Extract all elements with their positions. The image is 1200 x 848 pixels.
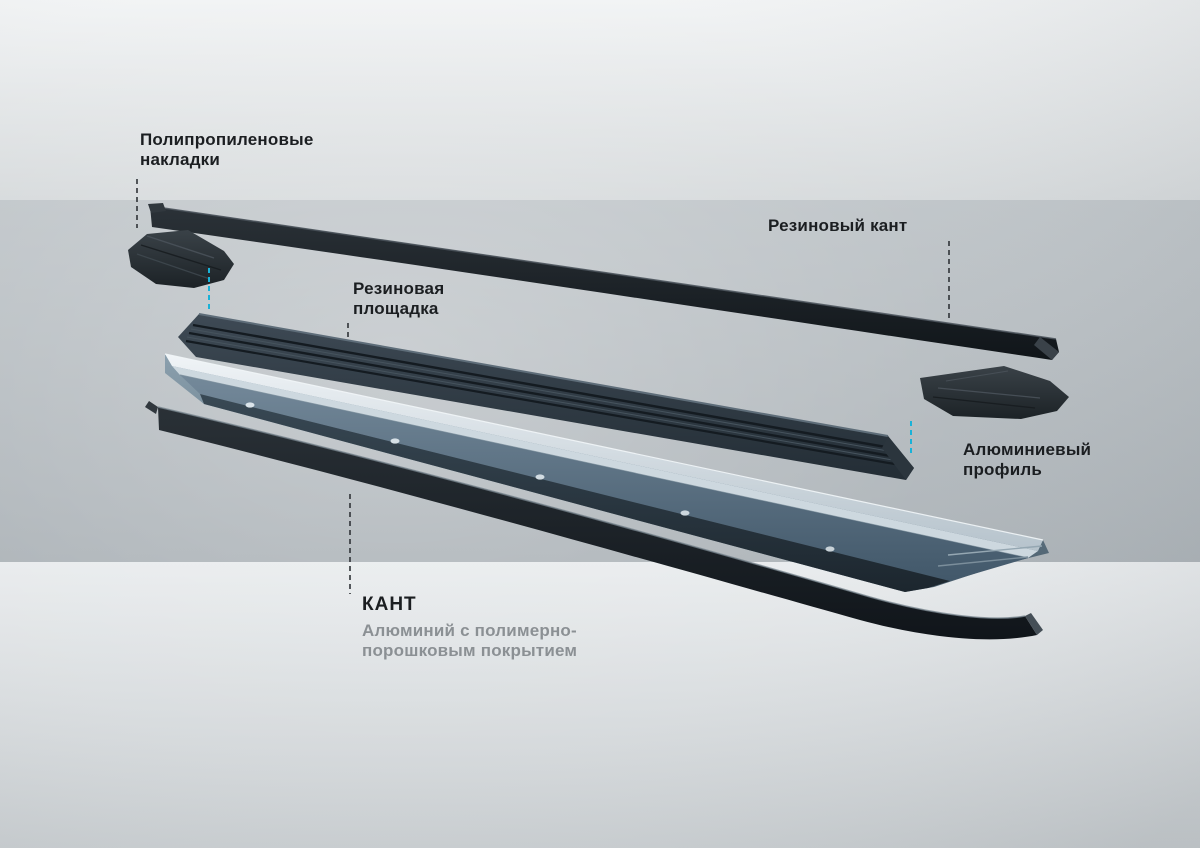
part-aluminum-profile — [164, 353, 1049, 592]
part-kant-edge — [145, 401, 1043, 640]
right-pad-ridge-3 — [932, 396, 1036, 409]
right-pad-ridge-2 — [937, 387, 1041, 399]
rubber-edge-body — [150, 206, 1059, 360]
part-left-pad — [128, 230, 234, 288]
left-pad-ridge-2 — [140, 244, 222, 271]
left-pad-ridge-3 — [136, 253, 211, 280]
left-pad-body — [128, 230, 234, 288]
rivet-1 — [245, 402, 255, 408]
aluminum-profile-top-face — [165, 354, 1043, 551]
rubber-platform-rib-highlight-2 — [186, 336, 905, 463]
right-pad-ridge-1 — [945, 370, 1009, 382]
label-rubber-platform: Резиновая площадка — [353, 279, 445, 319]
rubber-edge-endcap — [1034, 337, 1059, 360]
label-kant-title: КАНТ — [362, 594, 417, 615]
rubber-platform-endface — [882, 436, 914, 480]
kant-endcap — [1025, 613, 1043, 635]
part-right-pad — [920, 366, 1069, 419]
label-aluminum-profile: Алюминиевый профиль — [963, 440, 1092, 480]
rivet-3 — [535, 474, 545, 480]
rivet-2 — [390, 438, 400, 444]
aluminum-end-ridge-1 — [947, 545, 1043, 556]
kant-body — [158, 407, 1037, 640]
rubber-platform-groove-3 — [185, 339, 907, 468]
aluminum-end-ridge-2 — [937, 556, 1029, 567]
rubber-platform-groove-2 — [188, 331, 903, 460]
label-rubber-edge: Резиновый кант — [768, 216, 908, 235]
rubber-platform-groove-1 — [192, 323, 898, 451]
rubber-platform-top-highlight — [198, 313, 889, 437]
kant-top-highlight — [157, 406, 1026, 619]
part-rubber-platform — [178, 313, 914, 480]
rivet-4 — [680, 510, 690, 516]
rivet-5 — [825, 546, 835, 552]
part-rubber-edge-strip — [148, 203, 1059, 360]
label-polypropylene-pads: Полипропиленовые накладки — [140, 130, 314, 170]
left-pad-ridge-1 — [146, 235, 215, 259]
rubber-platform-rib-highlight-1 — [190, 328, 900, 454]
kant-tip — [145, 401, 158, 414]
rubber-edge-tip — [148, 203, 166, 213]
aluminum-profile-step-face — [172, 366, 1038, 558]
label-kant-subtitle: Алюминий с полимерно- порошковым покрыти… — [362, 621, 578, 661]
aluminum-profile-top-highlight — [164, 353, 1044, 541]
rubber-edge-highlight — [149, 205, 1057, 340]
aluminum-profile-front-face — [180, 375, 1028, 581]
leader-lines — [136, 179, 950, 594]
aluminum-profile-bottom-flange — [200, 394, 950, 592]
